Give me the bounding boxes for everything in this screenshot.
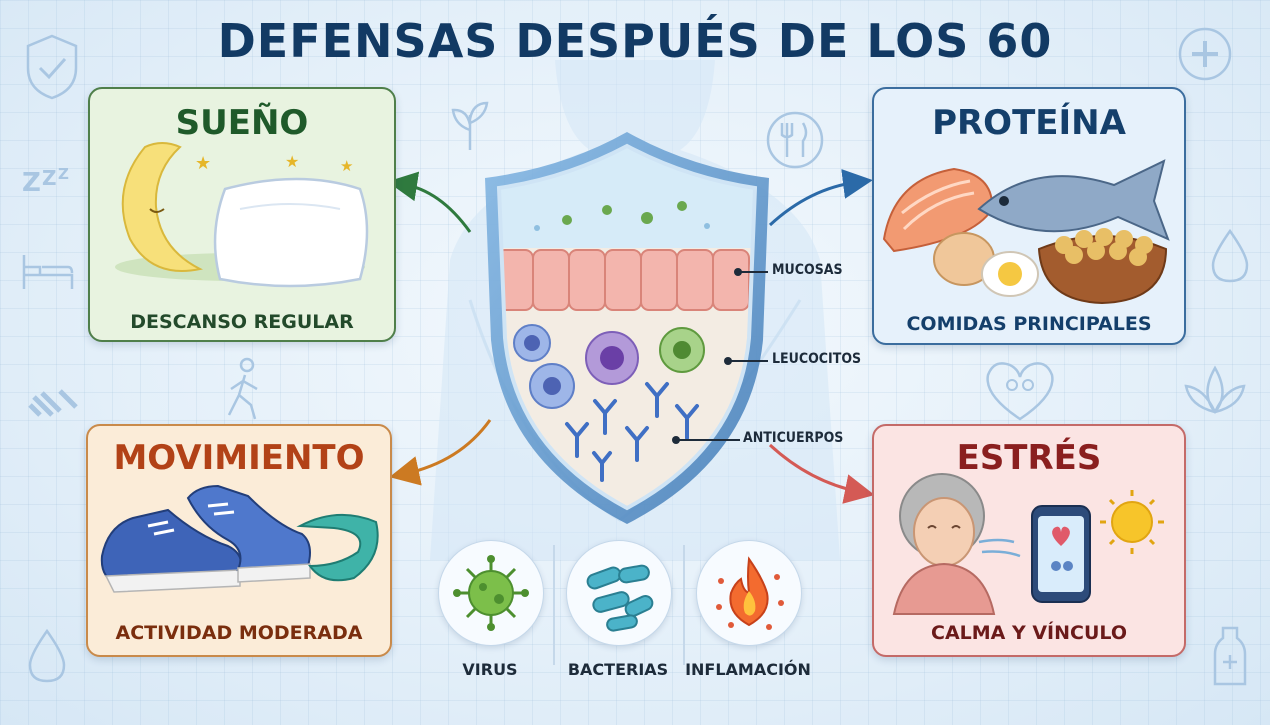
virus-icon: [453, 555, 529, 631]
immune-shield: [485, 132, 769, 524]
water-drop-icon: [1211, 228, 1249, 283]
arrow-to-sleep: [387, 171, 472, 233]
microbe: [677, 201, 687, 211]
flame-icon: [716, 556, 784, 630]
card-protein: PROTEÍNA COMIDAS PRINCIPALES: [872, 87, 1186, 345]
threat-bacteria-label: BACTERIAS: [567, 660, 669, 679]
threat-bacteria: [566, 540, 672, 646]
card-protein-subtitle: COMIDAS PRINCIPALES: [906, 313, 1152, 335]
divider: [553, 545, 555, 665]
medical-cross-icon: [1178, 27, 1232, 81]
card-move: MOVIMIENTO ACTIVIDAD MODERADA: [86, 424, 392, 657]
calm-woman-illustration: [892, 473, 1164, 615]
star-icon: ★: [285, 152, 299, 171]
card-stress: ESTRÉS CALMA Y VÍNCULO: [872, 424, 1186, 657]
walking-person-icon: [227, 357, 258, 420]
arrow-to-move: [389, 419, 492, 486]
card-stress-title: ESTRÉS: [956, 438, 1102, 478]
shield-check-icon: [26, 34, 78, 100]
arrow-to-stress: [768, 443, 875, 504]
moon-pillow-illustration: ★ ★ ★: [115, 142, 369, 288]
microbe: [562, 215, 572, 225]
microbe: [602, 205, 612, 215]
page-title: DEFENSAS DESPUÉS DE LOS 60: [217, 14, 1053, 68]
breath-icon: [978, 538, 1021, 558]
card-sleep-subtitle: DESCANSO REGULAR: [130, 311, 354, 333]
pillow-icon: [213, 177, 369, 288]
threat-virus-label: VIRUS: [462, 660, 518, 679]
mucosa-cells: [499, 249, 750, 311]
lotus-icon: [1184, 365, 1246, 414]
label-mucosas: MUCOSAS: [772, 262, 843, 278]
svg-text:Z: Z: [42, 166, 57, 190]
sun-icon: [1111, 501, 1153, 543]
threat-inflammation: [696, 540, 802, 646]
water-drop-icon: [28, 628, 66, 683]
arrow-to-protein: [768, 168, 873, 227]
card-protein-title: PROTEÍNA: [932, 103, 1126, 143]
microbe: [534, 225, 540, 231]
label-leucocitos: LEUCOCITOS: [772, 351, 862, 367]
bed-icon: [22, 255, 74, 289]
card-sleep: ★ ★ ★ SUEÑO DESCANSO REGULAR: [88, 87, 396, 342]
moon-icon: [121, 142, 204, 272]
sneakers-band-illustration: [100, 484, 379, 593]
protein-food-illustration: [882, 159, 1170, 305]
divider: [683, 545, 685, 665]
card-sleep-title: SUEÑO: [175, 103, 309, 143]
leaf-icon: [451, 101, 489, 150]
elderly-woman-icon: [913, 497, 975, 567]
microbe: [641, 212, 653, 224]
label-anticuerpos: ANTICUERPOS: [743, 430, 844, 446]
svg-text:Z: Z: [22, 168, 41, 198]
card-stress-subtitle: CALMA Y VÍNCULO: [931, 622, 1127, 644]
heart-family-icon: [986, 362, 1054, 421]
threat-inflammation-label: INFLAMACIÓN: [685, 660, 811, 679]
dumbbell-icon: [28, 389, 78, 417]
fish-icon: [977, 159, 1170, 241]
card-move-subtitle: ACTIVIDAD MODERADA: [115, 622, 363, 644]
bottle-icon: [1213, 626, 1247, 686]
fork-knife-icon: [766, 111, 824, 169]
sneaker-icon: [186, 484, 311, 572]
card-move-title: MOVIMIENTO: [113, 438, 365, 478]
threat-virus: [438, 540, 544, 646]
sleep-zzz-icon: Z Z Z: [22, 165, 69, 198]
star-icon: ★: [340, 157, 353, 175]
microbe: [704, 223, 710, 229]
antibodies: [565, 382, 699, 482]
svg-text:Z: Z: [58, 165, 69, 183]
bacteria-icon: [586, 564, 654, 632]
resistance-band-icon: [296, 513, 379, 582]
star-icon: ★: [195, 153, 211, 174]
